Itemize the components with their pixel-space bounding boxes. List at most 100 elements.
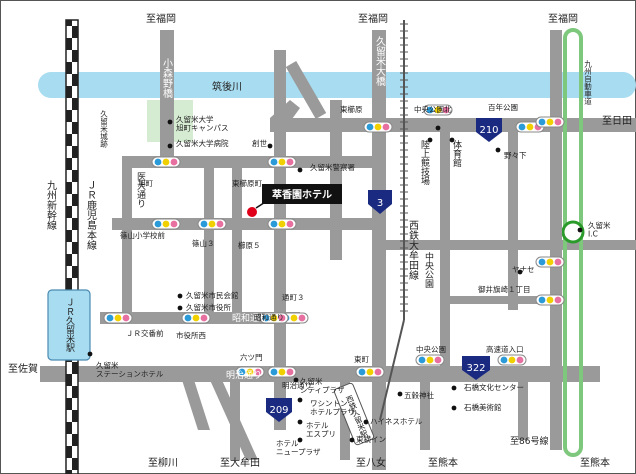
poi-dot [449, 137, 455, 143]
jr-track-segment [66, 68, 72, 74]
traffic-signal [197, 218, 227, 230]
poi-dot [177, 305, 183, 311]
poi-dot [177, 293, 183, 299]
jr-track-segment [66, 158, 72, 164]
poi-dot [297, 437, 303, 443]
jr-track-segment [66, 140, 72, 146]
kurume-ohashi-label: 久留米大橋 [374, 36, 386, 87]
poi-dot [451, 405, 457, 411]
intersection-label: 百年公園 [488, 102, 518, 112]
to-kumamoto-2: 至熊本 [580, 456, 610, 469]
poi-dot [495, 147, 501, 153]
hotel-marker[interactable] [247, 207, 257, 217]
jr-track-segment [72, 50, 78, 56]
traffic-signal [151, 218, 181, 230]
jr-track-segment [66, 428, 72, 434]
poi-dot [297, 167, 303, 173]
traffic-signal [151, 156, 181, 168]
poi-dot [293, 377, 299, 383]
kurume-univ-label: 久留米大学旭町キャンパス [176, 114, 229, 132]
intersection-label: 東櫛原町 [232, 178, 262, 188]
svg-text:322: 322 [466, 363, 485, 374]
showa-dori-label: 昭和通り [232, 313, 268, 324]
poi-dot [349, 437, 355, 443]
traffic-signal [415, 354, 445, 366]
city-plaza-label: 久留米シティプラザ [300, 376, 345, 394]
jr-track-segment [72, 386, 78, 392]
jr-track-segment [72, 416, 78, 422]
taiikukan-label: 体育館 [451, 139, 462, 168]
jr-track-segment [72, 368, 78, 374]
traffic-signal [235, 366, 265, 378]
jr-track-segment [66, 380, 72, 386]
jr-railway [65, 19, 79, 474]
road-network [40, 30, 636, 470]
jr-track-segment [72, 32, 78, 38]
jr-track-segment [66, 260, 72, 266]
jr-track-segment [72, 200, 78, 206]
intersection-label: ヤナセ [512, 265, 535, 274]
jr-track-segment [72, 176, 78, 182]
kurume-castle-label: 久留米城跡 [99, 109, 108, 149]
jr-track-segment [66, 86, 72, 92]
poi-dot [297, 419, 303, 425]
meiji-dori-label: 明治通り [226, 369, 262, 381]
poi-dot [87, 351, 93, 357]
ishibashi-museum-label: 石橋美術館 [464, 402, 502, 412]
to-fukuoka-left: 至福岡 [146, 12, 176, 25]
shiminkaikan-label: 久留米市民会館 [186, 290, 239, 300]
poi-dot [435, 125, 441, 131]
komorino-bridge-label: 小森野橋 [161, 58, 173, 99]
traffic-signal [181, 312, 211, 324]
jr-track-segment [72, 392, 78, 398]
gofuku-shrine-label: 五穀神社 [404, 390, 434, 400]
jr-kurume-station[interactable] [47, 289, 91, 361]
jr-track-segment [72, 104, 78, 110]
shiyakusho-label: 久留米市役所 [186, 302, 231, 312]
traffic-signal [535, 256, 565, 268]
jr-track-segment [72, 410, 78, 416]
intersection-label: 篠山３ [192, 238, 215, 248]
jr-track-segment [66, 278, 72, 284]
jr-track-segment [66, 254, 72, 260]
to-omuta: 至大牟田 [220, 456, 260, 469]
intersection-label: 中央公園北 [414, 104, 452, 114]
jr-track-segment [66, 422, 72, 428]
hotel-name-box [262, 184, 342, 204]
svg-text:209: 209 [269, 405, 288, 416]
jr-track-segment [72, 464, 78, 470]
traffic-signal [363, 121, 393, 133]
nishitetsu-kurume-station[interactable] [333, 382, 375, 446]
jr-track-segment [66, 230, 72, 236]
to-kumamoto-1: 至熊本 [428, 456, 458, 469]
idai-dori-label: 医大通り [135, 172, 146, 208]
intersection-label: 昭和通り [254, 312, 284, 322]
jr-track-segment [72, 146, 78, 152]
jr-track-segment [66, 446, 72, 452]
route-3-sign: 3 [368, 190, 392, 214]
jr-track-segment [72, 218, 78, 224]
expressway-label: 九州自動車道 [583, 60, 592, 107]
jr-track-segment [72, 122, 78, 128]
jr-track-segment [72, 266, 78, 272]
to-fukuoka-center: 至福岡 [358, 12, 388, 25]
jr-track-segment [66, 134, 72, 140]
hotel-esprit-label: ホテルエスプリ [306, 421, 336, 438]
kurume-hospital-label: 久留米大学病院 [176, 138, 229, 148]
to-hachijo: 至八女 [356, 456, 386, 469]
jr-track-segment [72, 224, 78, 230]
traffic-signal [267, 366, 297, 378]
jr-track-segment [72, 194, 78, 200]
police-label: 久留米警察署 [310, 162, 355, 172]
route-210-sign: 210 [476, 118, 502, 142]
poi-dot [397, 391, 403, 397]
poi-dot [267, 143, 273, 149]
poi-dot [167, 119, 173, 125]
jr-track-segment [66, 236, 72, 242]
chikugo-river-label: 筑後川 [212, 80, 242, 93]
traffic-signal [267, 156, 297, 168]
intersection-label: 篠山小学校前 [120, 230, 165, 240]
intersection-label: 東櫛原 [340, 104, 363, 114]
washington-label: ワシントンホテルプラザ [310, 399, 355, 416]
traffic-signal [103, 312, 133, 324]
